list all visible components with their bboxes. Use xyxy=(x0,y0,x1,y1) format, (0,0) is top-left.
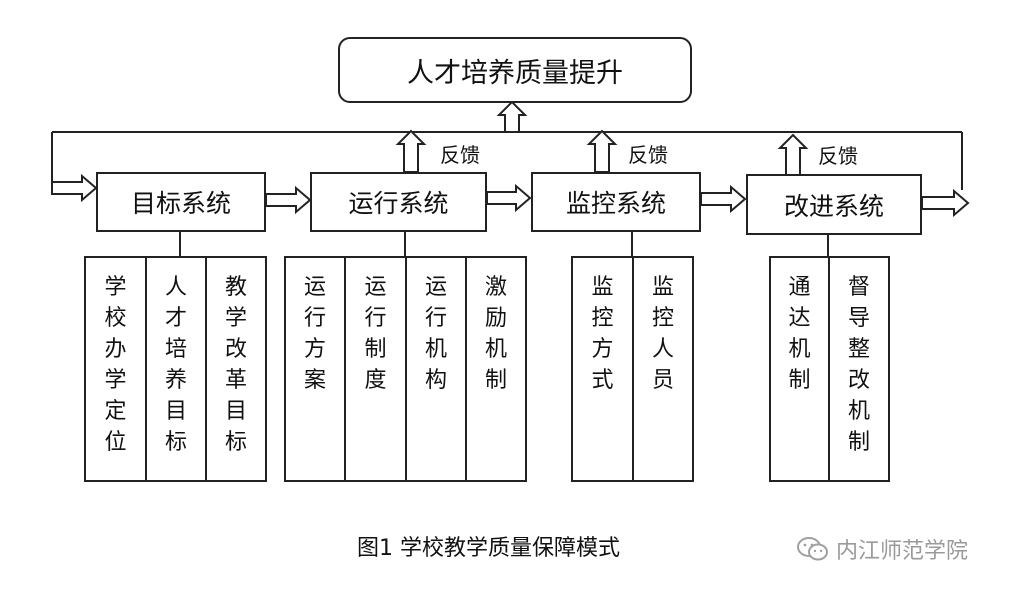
arrow-monitor-to-improve xyxy=(700,184,747,214)
item-monitor-1: 监控方式 xyxy=(571,256,634,482)
watermark: 内江师范学院 xyxy=(796,533,968,565)
feedback-arrow-2 xyxy=(586,129,618,173)
system-label-improve: 改进系统 xyxy=(783,191,884,221)
figure-caption: 图1 学校教学质量保障模式 xyxy=(357,536,620,561)
item-target-3: 教学改革目标 xyxy=(205,256,267,482)
item-improve-2: 督导整改机制 xyxy=(828,256,890,482)
item-text: 激励机制 xyxy=(484,275,507,393)
watermark-text: 内江师范学院 xyxy=(836,539,969,564)
arrow-improve-to-loop xyxy=(921,188,970,218)
item-text: 督导整改机制 xyxy=(847,275,870,455)
system-box-run: 运行系统 xyxy=(310,172,487,232)
feedback-label-1: 反馈 xyxy=(440,143,480,167)
arrow-loop-into-target xyxy=(51,173,98,203)
arrow-run-to-monitor xyxy=(486,183,532,213)
feedback-label-2: 反馈 xyxy=(628,143,668,167)
item-text: 通达机制 xyxy=(788,275,811,393)
title-text: 人才培养质量提升 xyxy=(407,57,623,89)
item-monitor-2: 监控人员 xyxy=(632,256,694,482)
system-label-target: 目标系统 xyxy=(130,189,231,218)
feedback-arrow-3 xyxy=(777,133,809,177)
item-text: 教学改革目标 xyxy=(224,275,247,455)
item-text: 人才培养目标 xyxy=(164,275,187,455)
item-target-1: 学校办学定位 xyxy=(84,256,147,482)
feedback-label-3: 反馈 xyxy=(818,144,858,168)
system-label-run: 运行系统 xyxy=(348,189,449,218)
item-improve-1: 通达机制 xyxy=(769,256,830,482)
item-run-4: 激励机制 xyxy=(465,256,527,482)
item-target-2: 人才培养目标 xyxy=(145,256,207,482)
feedback-arrow-1 xyxy=(395,129,427,173)
item-text: 运行方案 xyxy=(303,275,326,393)
item-text: 运行制度 xyxy=(364,275,387,393)
system-box-monitor: 监控系统 xyxy=(531,172,701,232)
item-text: 学校办学定位 xyxy=(104,275,127,455)
item-run-2: 运行制度 xyxy=(344,256,407,482)
item-text: 监控方式 xyxy=(591,275,614,393)
title-box: 人才培养质量提升 xyxy=(338,37,692,103)
wechat-icon xyxy=(797,537,828,561)
system-label-monitor: 监控系统 xyxy=(565,189,666,218)
arrow-target-to-run xyxy=(265,185,312,215)
up-arrow-to-title xyxy=(496,100,528,133)
item-run-3: 运行机构 xyxy=(405,256,467,482)
item-text: 运行机构 xyxy=(424,275,447,393)
item-text: 监控人员 xyxy=(651,275,674,393)
system-box-target: 目标系统 xyxy=(96,172,266,232)
system-box-improve: 改进系统 xyxy=(746,174,922,235)
item-run-1: 运行方案 xyxy=(284,256,346,482)
